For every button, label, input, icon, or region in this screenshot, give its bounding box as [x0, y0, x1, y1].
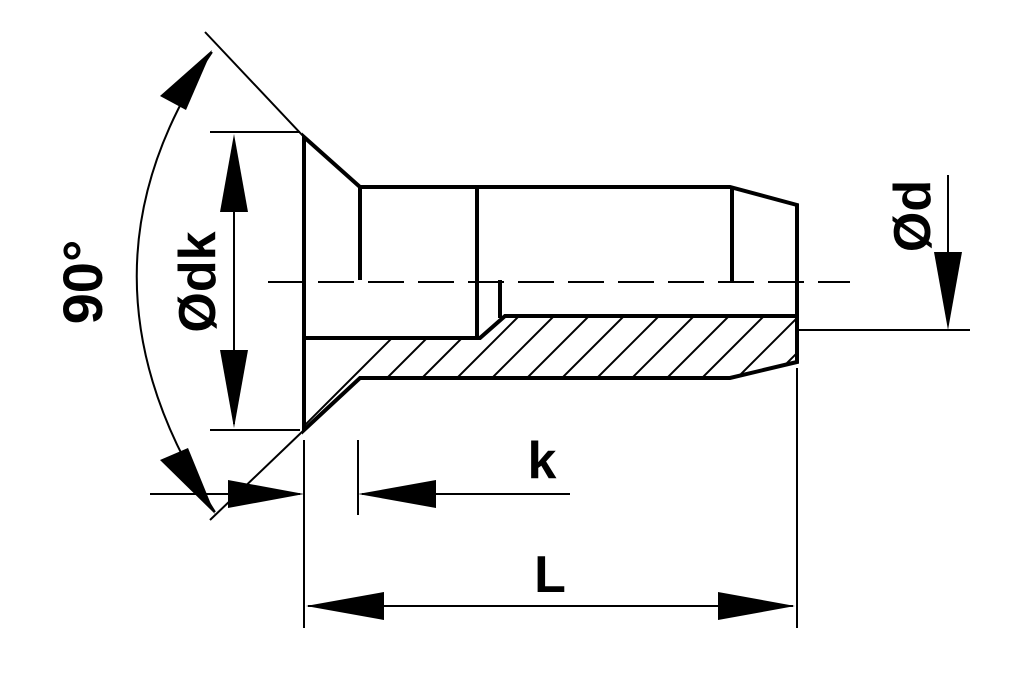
head-diameter-dimension: Ødk	[169, 134, 248, 428]
dk-arrow-bottom	[220, 350, 248, 428]
angle-dimension: 90°	[51, 50, 216, 514]
angle-label: 90°	[51, 240, 114, 325]
dk-arrow-top	[220, 134, 248, 212]
head-diameter-label: Ødk	[169, 231, 227, 332]
k-arrow-right	[358, 480, 436, 508]
shank-diameter-label: Ød	[884, 180, 942, 252]
angle-arrow-top	[160, 50, 212, 110]
extension-lines	[204, 31, 970, 628]
head-height-dimension: k	[150, 432, 570, 508]
angle-arrow-bottom	[160, 448, 215, 514]
l-arrow-left	[306, 592, 384, 620]
part-outline	[302, 132, 799, 435]
d-arrow	[934, 252, 962, 330]
length-label: L	[534, 546, 566, 604]
l-arrow-right	[718, 592, 795, 620]
k-arrow-left	[228, 480, 304, 508]
head-height-label: k	[528, 432, 557, 490]
shank-diameter-dimension: Ød	[884, 175, 962, 330]
length-dimension: L	[306, 546, 795, 620]
